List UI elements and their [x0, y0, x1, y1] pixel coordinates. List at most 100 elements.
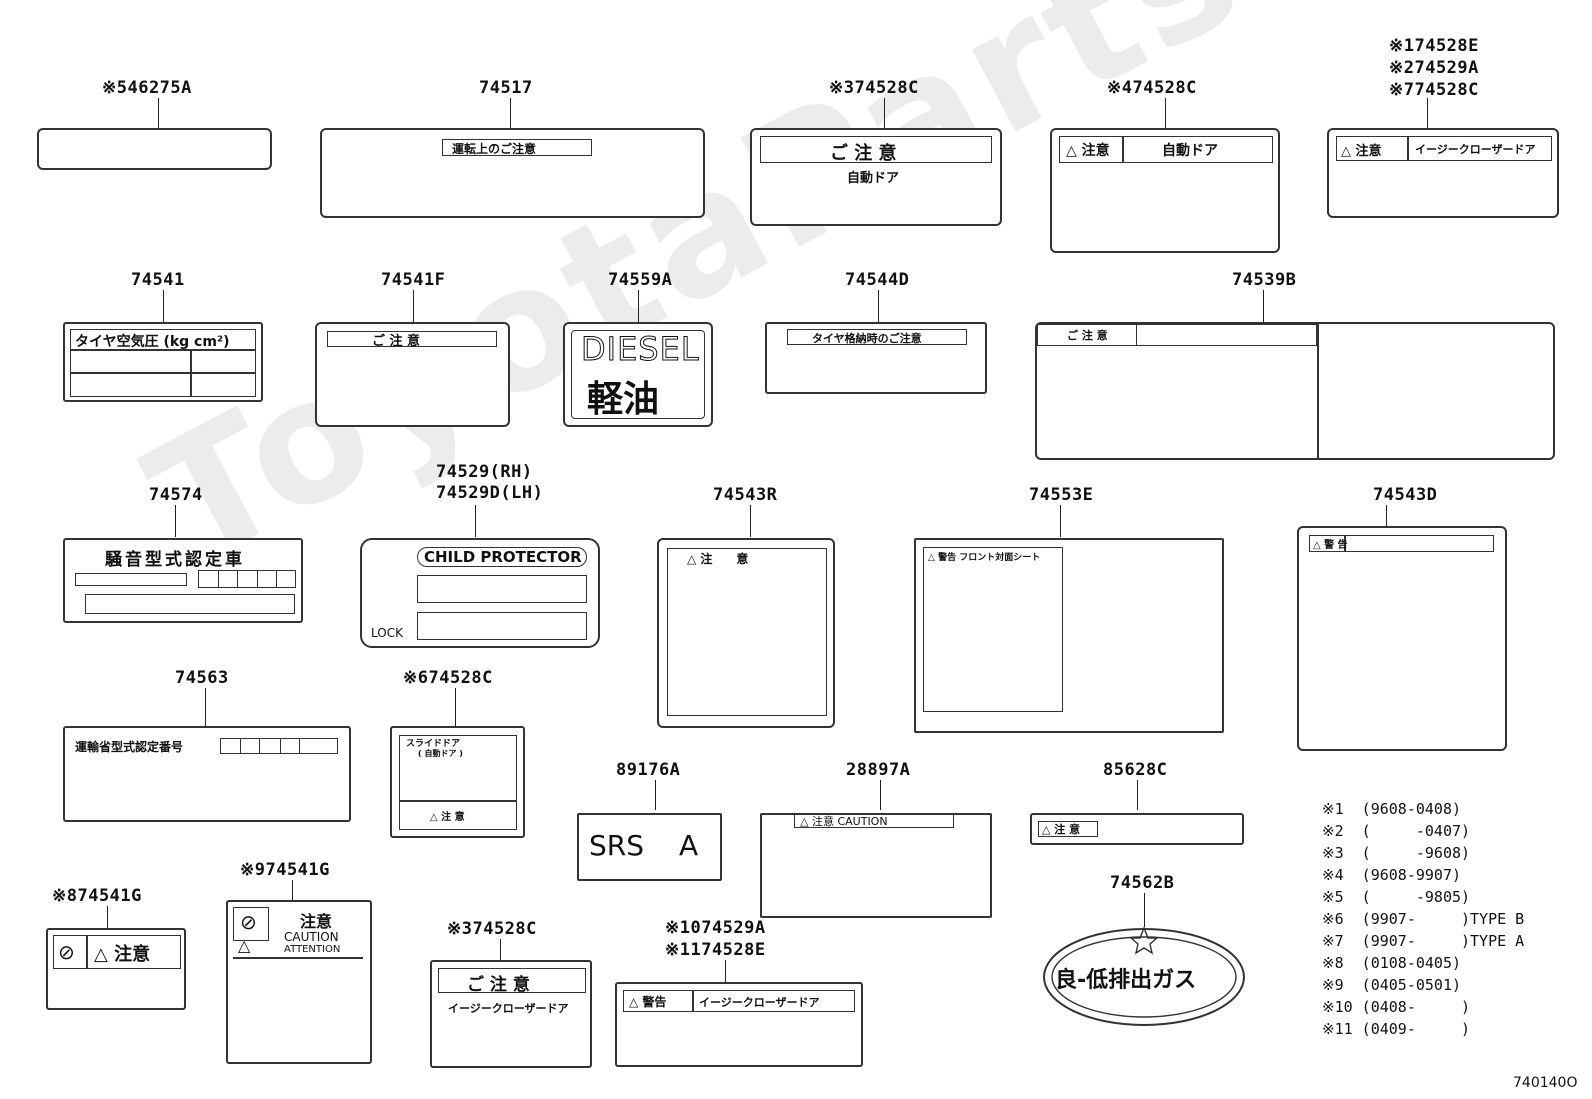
- part-number: 74562B: [1110, 873, 1175, 893]
- part-number: 74539B: [1232, 270, 1297, 290]
- label-text: △ 警告 フロント対面シート: [928, 553, 1041, 563]
- leader-line: [1427, 98, 1428, 128]
- label-text: タイヤ格納時のご注意: [812, 332, 922, 345]
- label-74574: 騒音型式認定車: [63, 538, 303, 623]
- label-774528C: △ 注意 イージークローザードア: [1327, 128, 1559, 218]
- part-number: 74529D(LH): [436, 483, 544, 503]
- label-text: △ 注意: [1066, 143, 1110, 159]
- label-74559A: DIESEL 軽油: [563, 322, 713, 427]
- leader-line: [158, 98, 159, 128]
- part-number: 74574: [149, 485, 203, 505]
- part-number: ※374528C: [447, 919, 537, 939]
- part-number: ※874541G: [52, 886, 142, 906]
- legend-item: ※9 (0405-0501): [1322, 976, 1461, 994]
- label-text: SRS: [589, 829, 645, 862]
- part-number: ※374528C: [829, 78, 919, 98]
- legend-item: ※11 (0409- ): [1322, 1020, 1471, 1038]
- label-text: CHILD PROTECTOR: [424, 548, 582, 566]
- label-text: 自動ドア: [847, 171, 900, 186]
- part-number: 89176A: [616, 760, 681, 780]
- part-number: 74543D: [1373, 485, 1438, 505]
- legend-item: ※3 ( -9608): [1322, 844, 1471, 862]
- leader-line: [880, 780, 881, 810]
- part-number: ※774528C: [1389, 80, 1479, 100]
- warning-icon: △: [238, 936, 251, 955]
- label-674528C: スライドドア ( 自動ドア ) △ 注 意: [390, 726, 525, 838]
- label-546275A: [37, 128, 272, 170]
- label-74541F: ご 注 意: [315, 322, 510, 427]
- label-text: 騒音型式認定車: [105, 550, 245, 570]
- label-text: 軽油: [587, 379, 660, 420]
- label-374528C-top: ご 注 意 自動ドア: [750, 128, 1002, 226]
- leader-line: [500, 939, 501, 961]
- leader-line: [878, 290, 879, 322]
- part-number: ※1174528E: [665, 940, 766, 960]
- label-374528C-bottom: ご 注 意 イージークローザードア: [430, 960, 592, 1068]
- legend-item: ※2 ( -0407): [1322, 822, 1471, 840]
- diagram-id: 740140O: [1513, 1075, 1578, 1091]
- part-number: ※274529A: [1389, 58, 1479, 78]
- label-74529: CHILD PROTECTOR LOCK: [360, 538, 600, 648]
- leader-line: [205, 688, 206, 726]
- label-text: 注意: [300, 912, 333, 931]
- label-text: △ 注 意: [430, 812, 465, 823]
- leader-line: [292, 880, 293, 900]
- label-74543D: △ 警 告: [1297, 526, 1507, 751]
- leader-line: [884, 98, 885, 128]
- label-text: △ 注 意: [1042, 823, 1081, 836]
- label-text: スライドドア: [406, 739, 461, 749]
- part-number: 74543R: [713, 485, 778, 505]
- label-text: ATTENTION: [284, 944, 341, 955]
- part-number: ※546275A: [102, 78, 192, 98]
- label-474528C: △ 注意 自動ドア: [1050, 128, 1280, 253]
- label-1074529A: △ 警告 イージークローザードア: [615, 982, 863, 1067]
- no-smoking-icon: ⊘: [58, 940, 75, 964]
- label-text: イージークローザードア: [1415, 143, 1536, 156]
- leader-line: [107, 906, 108, 928]
- legend-item: ※10 (0408- ): [1322, 998, 1471, 1016]
- leader-line: [475, 505, 476, 537]
- label-74553E: △ 警告 フロント対面シート: [914, 538, 1224, 733]
- label-text: ご 注 意: [830, 143, 897, 164]
- part-number: ※174528E: [1389, 36, 1479, 56]
- part-number: ※974541G: [240, 860, 330, 880]
- label-text: イージークローザードア: [699, 996, 820, 1009]
- label-89176A: SRS A: [577, 813, 722, 881]
- label-text: イージークローザードア: [448, 1002, 569, 1015]
- leader-line: [655, 780, 656, 810]
- legend-item: ※1 (9608-0408): [1322, 800, 1461, 818]
- leader-line: [725, 960, 726, 982]
- label-text: ご 注 意: [467, 975, 530, 995]
- label-text: 自動ドア: [1162, 143, 1218, 159]
- label-text: A: [679, 829, 699, 862]
- part-number: 74541: [131, 270, 185, 290]
- label-74544D: タイヤ格納時のご注意: [765, 322, 987, 394]
- label-text: △ 注意 CAUTION: [800, 815, 888, 828]
- label-text: ご 注 意: [1067, 329, 1108, 342]
- part-number: 74559A: [608, 270, 673, 290]
- legend-item: ※7 (9907- )TYPE A: [1322, 932, 1525, 950]
- legend-item: ※4 (9608-9907): [1322, 866, 1461, 884]
- legend-item: ※5 ( -9805): [1322, 888, 1471, 906]
- leader-line: [1165, 98, 1166, 128]
- label-28897A: △ 注意 CAUTION: [760, 813, 992, 918]
- legend-item: ※8 (0108-0405): [1322, 954, 1461, 972]
- label-text: △ 注 意: [687, 552, 749, 566]
- label-874541G: ⊘ △ 注意: [46, 928, 186, 1010]
- leader-line: [455, 688, 456, 726]
- no-smoking-icon: ⊘: [240, 910, 257, 934]
- leader-line: [175, 505, 176, 537]
- label-text: △ 注意: [94, 944, 151, 965]
- part-number: 74563: [175, 668, 229, 688]
- label-74539B: ご 注 意: [1035, 322, 1555, 460]
- legend-item: ※6 (9907- )TYPE B: [1322, 910, 1525, 928]
- label-text: 運転上のご注意: [452, 142, 537, 156]
- label-74543R: △ 注 意: [657, 538, 835, 728]
- label-text: △ 警 告: [1313, 540, 1348, 551]
- label-85628C: △ 注 意: [1030, 813, 1244, 845]
- label-text: CAUTION: [284, 930, 339, 944]
- label-74541: タイヤ空気圧 (kg cm²): [63, 322, 263, 402]
- leader-line: [1137, 780, 1138, 810]
- label-text: △ 注意: [1341, 144, 1382, 159]
- leader-line: [1060, 505, 1061, 537]
